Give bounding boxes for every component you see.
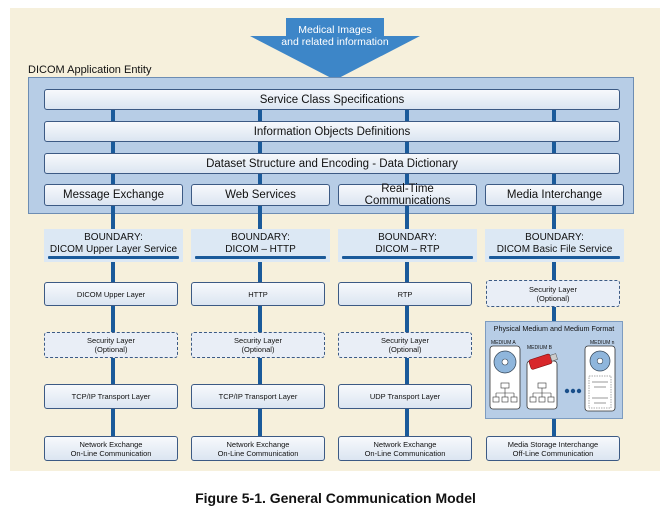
arrow-label-line2: and related information <box>281 36 389 48</box>
boundary-label: BOUNDARY: <box>378 232 437 243</box>
incoming-arrow-icon <box>250 18 420 80</box>
dataset-structure: Dataset Structure and Encoding - Data Di… <box>44 153 620 174</box>
real-time-communications: Real-Time Communications <box>338 183 477 207</box>
connector-col-4-upper <box>552 108 556 323</box>
security-layer-label: Security Layer <box>529 284 577 294</box>
usb-drive-icon <box>526 353 558 410</box>
exchange-line2: On-Line Communication <box>364 448 446 458</box>
entity-label: DICOM Application Entity <box>28 64 152 76</box>
network-exchange-col-1: Network Exchange On-Line Communication <box>44 436 178 461</box>
exchange-line1: Network Exchange <box>79 439 143 449</box>
media-illustration <box>489 345 616 412</box>
boundary-name: DICOM – RTP <box>375 244 440 255</box>
optional-label: (Optional) <box>536 293 570 303</box>
security-layer-label: Security Layer <box>87 336 135 345</box>
disc-icon <box>489 345 521 410</box>
boundary-bar <box>195 256 326 259</box>
connector-col-2 <box>258 108 262 438</box>
message-exchange: Message Exchange <box>44 184 183 206</box>
medium-n-label: MEDIUM n <box>590 340 615 346</box>
exchange-line1: Media Storage Interchange <box>507 439 599 449</box>
optional-label: (Optional) <box>241 345 275 354</box>
exchange-line1: Network Exchange <box>226 439 290 449</box>
boundary-bar <box>489 256 620 259</box>
disc-file-icon <box>584 345 616 412</box>
exchange-line1: Network Exchange <box>373 439 437 449</box>
physical-medium-title: Physical Medium and Medium Format <box>493 324 615 333</box>
arrow-label-line1: Medical Images <box>298 24 372 36</box>
security-layer-col-2: Security Layer (Optional) <box>191 332 325 358</box>
optional-label: (Optional) <box>388 345 422 354</box>
network-exchange-col-3: Network Exchange On-Line Communication <box>338 436 472 461</box>
exchange-line2: Off-Line Communication <box>512 448 594 458</box>
web-services: Web Services <box>191 184 330 206</box>
ellipsis-icon <box>564 388 582 394</box>
boundary-upper-layer: BOUNDARY: DICOM Upper Layer Service <box>44 229 183 262</box>
boundary-basic-file-service: BOUNDARY: DICOM Basic File Service <box>485 229 624 262</box>
boundary-label: BOUNDARY: <box>231 232 290 243</box>
boundary-label: BOUNDARY: <box>525 232 584 243</box>
service-class-specifications: Service Class Specifications <box>44 89 620 110</box>
boundary-name: DICOM Upper Layer Service <box>49 244 178 255</box>
boundary-label: BOUNDARY: <box>84 232 143 243</box>
dicom-upper-layer: DICOM Upper Layer <box>44 282 178 306</box>
boundary-http: BOUNDARY: DICOM – HTTP <box>191 229 330 262</box>
connector-col-4-lower <box>552 418 556 438</box>
figure-caption: Figure 5-1. General Communication Model <box>195 490 476 506</box>
security-layer-label: Security Layer <box>234 336 282 345</box>
media-interchange: Media Interchange <box>485 184 624 206</box>
boundary-bar <box>48 256 179 259</box>
tcp-ip-transport-col-2: TCP/IP Transport Layer <box>191 384 325 409</box>
security-layer-label: Security Layer <box>381 336 429 345</box>
tcp-ip-transport-col-1: TCP/IP Transport Layer <box>44 384 178 409</box>
boundary-rtp: BOUNDARY: DICOM – RTP <box>338 229 477 262</box>
medium-a-label: MEDIUM A <box>491 340 516 346</box>
information-objects-definitions: Information Objects Definitions <box>44 121 620 142</box>
boundary-name: DICOM Basic File Service <box>496 244 613 255</box>
boundary-name: DICOM – HTTP <box>225 244 296 255</box>
security-layer-media: Security Layer (Optional) <box>486 280 620 307</box>
security-layer-col-3: Security Layer (Optional) <box>338 332 472 358</box>
exchange-line2: On-Line Communication <box>70 448 152 458</box>
exchange-line2: On-Line Communication <box>217 448 299 458</box>
optional-label: (Optional) <box>94 345 128 354</box>
udp-transport: UDP Transport Layer <box>338 384 472 409</box>
connector-col-3 <box>405 108 409 438</box>
medium-b-label: MEDIUM B <box>527 345 552 351</box>
security-layer-col-1: Security Layer (Optional) <box>44 332 178 358</box>
http-layer: HTTP <box>191 282 325 306</box>
network-exchange-col-2: Network Exchange On-Line Communication <box>191 436 325 461</box>
connector-col-1 <box>111 108 115 438</box>
rtp-layer: RTP <box>338 282 472 306</box>
boundary-bar <box>342 256 473 259</box>
media-storage-interchange: Media Storage Interchange Off-Line Commu… <box>486 436 620 461</box>
